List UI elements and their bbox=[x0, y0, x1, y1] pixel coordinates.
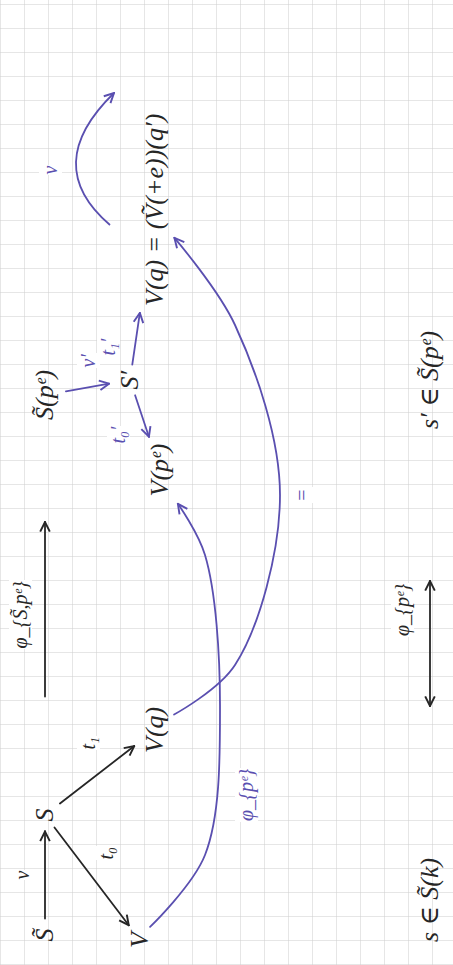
arrow-label: t₁ bbox=[77, 736, 100, 751]
curved-arrow bbox=[76, 93, 114, 225]
arrow-connector bbox=[60, 746, 134, 803]
math-text: S′ bbox=[115, 371, 145, 390]
arrow-label: = bbox=[291, 488, 314, 504]
math-object: V(q) bbox=[139, 705, 171, 755]
math-object: S bbox=[29, 807, 61, 824]
math-text: s′ ∈ S̃(pᵉ) bbox=[415, 331, 445, 429]
arrow-label: φ_{pᵉ} bbox=[235, 768, 258, 822]
arrow-label: φ_{pᵉ} bbox=[391, 583, 414, 637]
math-object: V(pᵉ) bbox=[144, 441, 176, 498]
math-object: S̃(pᵉ) bbox=[29, 368, 61, 422]
math-object: S̃ bbox=[29, 927, 61, 944]
math-text: S bbox=[30, 809, 60, 822]
arrow-label: φ_{S̃,pᵉ} bbox=[9, 580, 32, 649]
math-object: s′ ∈ S̃(pᵉ) bbox=[414, 329, 446, 431]
arrow-connector bbox=[429, 581, 431, 706]
arrow-connector bbox=[174, 238, 280, 715]
arrow-connector bbox=[66, 384, 109, 392]
math-text: V(q) bbox=[140, 707, 170, 753]
arrow-label: t₁′ bbox=[97, 338, 120, 357]
math-object: V(q) = (Ṽ(+e))(q′) bbox=[139, 112, 171, 308]
arrow-label: t₀ bbox=[95, 846, 118, 861]
arrow-connector bbox=[54, 827, 128, 925]
arrow-connector bbox=[44, 522, 46, 697]
map-label: ν bbox=[39, 165, 62, 176]
math-text: S̃ bbox=[30, 929, 60, 942]
math-text: V(q) = (Ṽ(+e))(q′) bbox=[140, 114, 170, 306]
arrow-label: ν bbox=[11, 870, 34, 881]
arrow-connector bbox=[132, 313, 140, 365]
math-text: s ∈ S̃(k) bbox=[415, 858, 445, 942]
math-text: V(pᵉ) bbox=[145, 443, 175, 496]
math-object: S′ bbox=[114, 369, 146, 392]
arrow-connector bbox=[135, 395, 149, 436]
arrow-connector bbox=[44, 832, 46, 919]
arrow-label: t₀′ bbox=[107, 426, 130, 445]
math-text: V bbox=[125, 932, 155, 948]
math-text: S̃(pᵉ) bbox=[30, 370, 60, 420]
math-object: V bbox=[124, 930, 156, 950]
math-object: s ∈ S̃(k) bbox=[414, 856, 446, 944]
